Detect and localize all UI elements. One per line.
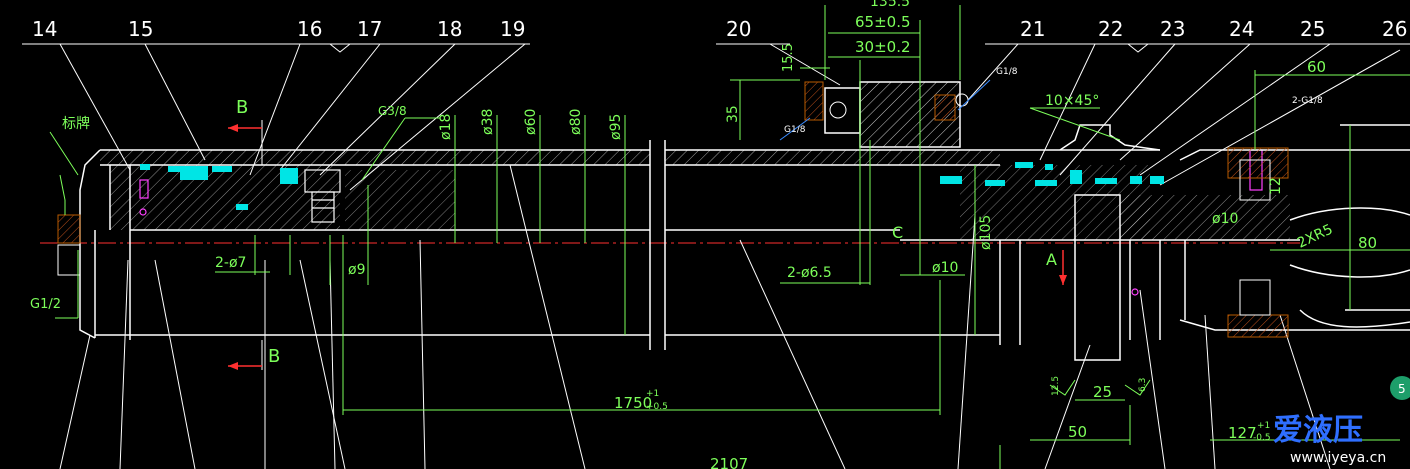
dim-15: 15.5 — [781, 43, 796, 72]
barrel-wall-hatch-right — [665, 150, 1000, 165]
watermark-badge-text: 5 — [1398, 382, 1406, 396]
part-number-22: 22 — [1098, 17, 1123, 41]
dim-stroke-tol-up: +1 — [646, 389, 659, 399]
part-number-19: 19 — [500, 17, 525, 41]
rod-end-hatch — [1120, 195, 1290, 240]
blue-marks — [779, 79, 991, 141]
section-c: C — [892, 223, 903, 242]
dimension-lines — [49, 5, 1410, 469]
roughness-symbols — [1049, 379, 1151, 396]
dia-9: ø9 — [348, 262, 365, 278]
part-number-25: 25 — [1300, 17, 1325, 41]
roughness-6-3: 6.3 — [1138, 378, 1148, 392]
part-number-15: 15 — [128, 17, 153, 41]
watermark: 5 爱液压 www.iyeya.cn — [1273, 376, 1410, 466]
dia-18: ø18 — [438, 114, 454, 140]
thread-g38: G3/8 — [378, 104, 407, 118]
dim-127: 127 — [1228, 424, 1257, 442]
barrel-wall-hatch — [100, 150, 650, 165]
gland-step — [1059, 124, 1161, 151]
dim-25: 25 — [1093, 383, 1112, 401]
rod-lower-hatch — [345, 170, 455, 230]
section-a: A — [1046, 250, 1057, 269]
dim-stroke: 1750 — [614, 394, 652, 412]
watermark-badge — [1390, 376, 1410, 400]
dia-80: ø80 — [568, 109, 584, 135]
part-number-21: 21 — [1020, 17, 1045, 41]
top-port-block — [804, 81, 969, 148]
part-number-20: 20 — [726, 17, 751, 41]
dim-60: 60 — [1307, 58, 1326, 76]
dim-50: 50 — [1068, 423, 1087, 441]
leader-lines — [59, 43, 1401, 469]
dim-stroke-tol-low: +0.5 — [646, 402, 668, 412]
section-markers — [228, 120, 1067, 370]
roughness-12-5: 12.5 — [1051, 376, 1061, 396]
section-b-top: B — [236, 97, 248, 118]
dim-12: 12 — [1268, 177, 1284, 195]
watermark-url: www.iyeya.cn — [1290, 450, 1386, 466]
part-number-row: 14 15 16 17 18 19 20 21 22 23 24 25 26 — [22, 17, 1410, 53]
thread-g18-a: G1/8 — [784, 125, 806, 135]
rod-eye — [1289, 124, 1410, 328]
dim-total: 2107 — [710, 455, 748, 469]
port-fitting — [304, 169, 341, 223]
dia-60: ø60 — [523, 109, 539, 135]
dia-95: ø95 — [608, 114, 624, 140]
part-number-14: 14 — [32, 17, 57, 41]
thread-2g18: 2-G1/8 — [1292, 96, 1323, 106]
part-number-24: 24 — [1229, 17, 1254, 41]
dia-105: ø105 — [978, 215, 994, 250]
part-number-16: 16 — [297, 17, 322, 41]
dim-35: 35 — [725, 105, 741, 123]
part-number-26: 26 — [1382, 17, 1407, 41]
left-nut — [57, 214, 81, 276]
holes-2-6-5: 2-ø6.5 — [787, 265, 832, 281]
dim-30: 30±0.2 — [855, 38, 911, 56]
part-number-23: 23 — [1160, 17, 1185, 41]
part-number-17: 17 — [357, 17, 382, 41]
watermark-brand: 爱液压 — [1273, 413, 1363, 448]
dim-80: 80 — [1358, 234, 1377, 252]
dia-10-a: ø10 — [932, 260, 958, 276]
dim-127-tol-up: +1 — [1257, 421, 1270, 431]
holes-2-7: 2-ø7 — [215, 255, 246, 271]
dim-overall-top: 135.5 — [870, 0, 910, 10]
rod-right — [900, 149, 1410, 361]
dim-chamfer: 10×45° — [1045, 93, 1099, 109]
part-number-18: 18 — [437, 17, 462, 41]
grease-fittings — [1227, 147, 1289, 338]
section-b-bottom: B — [268, 346, 280, 367]
thread-g18-b: G1/8 — [996, 67, 1018, 77]
dia-10-b: ø10 — [1212, 211, 1238, 227]
head-hatch — [960, 165, 1150, 240]
dim-65: 65±0.5 — [855, 13, 911, 31]
dim-127-tol-low: -0.5 — [1253, 433, 1271, 443]
thread-g12: G1/2 — [30, 297, 61, 312]
nameplate-label: 标牌 — [62, 115, 90, 132]
seals — [140, 162, 1164, 210]
radius-2xr5: 2XR5 — [1295, 221, 1335, 251]
dia-38: ø38 — [480, 109, 496, 135]
